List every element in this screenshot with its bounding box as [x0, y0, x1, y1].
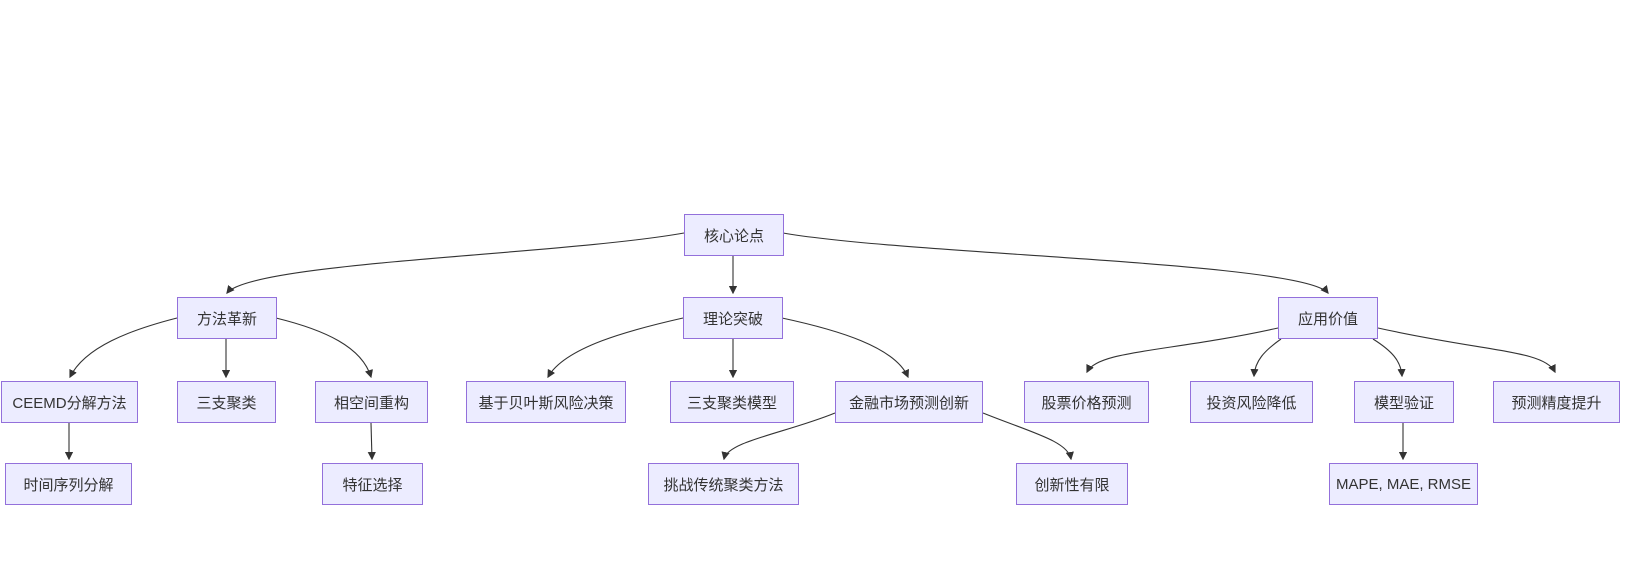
edge-application-value-stock-prediction	[1086, 327, 1279, 374]
node-bayes-risk: 基于贝叶斯风险决策	[466, 381, 626, 423]
edge-method-innovation-ceemd	[69, 317, 178, 379]
node-metrics: MAPE, MAE, RMSE	[1329, 463, 1478, 505]
node-core-thesis: 核心论点	[684, 214, 784, 256]
node-risk-reduction: 投资风险降低	[1190, 381, 1313, 423]
edge-core-thesis-application-value	[782, 232, 1329, 294]
edge-financial-innovation-limited-novelty	[982, 412, 1074, 461]
node-stock-prediction: 股票价格预测	[1024, 381, 1149, 423]
edge-application-value-model-validation	[1372, 338, 1406, 378]
edge-theory-breakthrough-financial-innovation	[781, 317, 909, 379]
edge-method-innovation-phase-space	[275, 317, 373, 379]
node-limited-novelty: 创新性有限	[1016, 463, 1128, 505]
node-accuracy-improvement: 预测精度提升	[1493, 381, 1620, 423]
node-time-series-decomposition: 时间序列分解	[5, 463, 132, 505]
node-application-value: 应用价值	[1278, 297, 1378, 339]
node-twc-model: 三支聚类模型	[670, 381, 794, 423]
node-phase-space: 相空间重构	[315, 381, 428, 423]
node-model-validation: 模型验证	[1354, 381, 1454, 423]
edge-phase-space-feature-selection	[367, 422, 376, 461]
node-feature-selection: 特征选择	[322, 463, 423, 505]
node-financial-innovation: 金融市场预测创新	[835, 381, 983, 423]
node-theory-breakthrough: 理论突破	[683, 297, 783, 339]
node-challenge-traditional: 挑战传统聚类方法	[648, 463, 799, 505]
edge-application-value-accuracy-improvement	[1377, 327, 1556, 374]
edge-financial-innovation-challenge-traditional	[721, 412, 836, 461]
edge-core-thesis-method-innovation	[226, 232, 685, 294]
edge-application-value-risk-reduction	[1250, 338, 1282, 378]
node-method-innovation: 方法革新	[177, 297, 277, 339]
node-three-way-clustering: 三支聚类	[177, 381, 276, 423]
node-ceemd: CEEMD分解方法	[1, 381, 138, 423]
edge-theory-breakthrough-bayes-risk	[547, 317, 684, 379]
